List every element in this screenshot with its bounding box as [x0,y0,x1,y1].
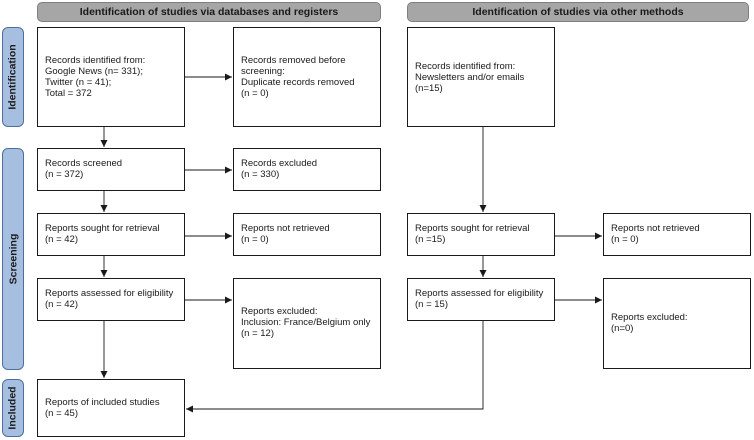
db-not-retrieved-line-2: (n = 0) [241,234,269,245]
other-records-identified-box: Records identified from: Newsletters and… [407,27,555,127]
db-reports-included-box: Reports of included studies (n = 45) [37,379,185,437]
db-reports-assessed-box: Reports assessed for eligibility (n = 42… [37,278,185,321]
db-removed-line-2: screening: [241,66,285,77]
other-identified-line-3: (n=15) [415,83,443,94]
db-not-retrieved-line-1: Reports not retrieved [241,223,330,234]
arrow-other-assessed-to-included [186,321,484,413]
db-records-identified-box: Records identified from: Google News (n=… [37,27,185,127]
db-reports-excluded-line-1: Reports excluded: [241,306,318,317]
other-not-retrieved-line-1: Reports not retrieved [611,223,700,234]
db-screened-line-1: Records screened [45,158,123,169]
db-screened-line-2: (n = 372) [45,169,84,180]
header-databases: Identification of studies via databases … [37,2,381,22]
db-reports-excluded-box: Reports excluded: Inclusion: France/Belg… [233,278,381,369]
db-included-line-1: Reports of included studies [45,397,160,408]
header-other-methods: Identification of studies via other meth… [407,2,749,22]
db-identified-line-2: Google News (n= 331); [45,66,143,77]
db-records-screened-box: Records screened (n = 372) [37,148,185,191]
other-assessed-line-1: Reports assessed for eligibility [415,288,544,299]
other-reports-sought-box: Reports sought for retrieval (n =15) [407,213,555,256]
header-other-text: Identification of studies via other meth… [472,6,684,18]
stage-screening: Screening [2,148,24,370]
db-identified-line-4: Total = 372 [45,88,92,99]
db-excluded-line-1: Records excluded [241,158,318,169]
db-records-removed-box: Records removed before screening: Duplic… [233,27,381,127]
stage-included: Included [2,379,24,437]
other-assessed-line-2: (n = 15) [415,299,449,310]
db-excluded-line-2: (n = 330) [241,169,280,180]
other-reports-assessed-box: Reports assessed for eligibility (n = 15… [407,278,555,321]
db-sought-line-2: (n = 42) [45,234,79,245]
other-reports-excluded-box: Reports excluded: (n=0) [603,278,751,369]
db-assessed-line-2: (n = 42) [45,299,79,310]
other-reports-excluded-line-1: Reports excluded: [611,312,688,323]
other-identified-line-2: Newsletters and/or emails [415,72,525,83]
header-databases-text: Identification of studies via databases … [79,6,339,18]
other-sought-line-2: (n =15) [415,234,446,245]
db-included-line-2: (n = 45) [45,408,79,419]
other-not-retrieved-line-2: (n = 0) [611,234,639,245]
other-reports-excluded-line-2: (n=0) [611,323,634,334]
stage-identification: Identification [2,27,24,127]
other-identified-line-1: Records identified from: [415,61,516,72]
db-reports-excluded-line-3: (n = 12) [241,328,275,339]
db-sought-line-1: Reports sought for retrieval [45,223,160,234]
db-removed-line-4: (n = 0) [241,88,269,99]
db-reports-excluded-line-2: Inclusion: France/Belgium only [241,317,371,328]
db-removed-line-3: Duplicate records removed [241,77,355,88]
db-removed-line-1: Records removed before [241,55,346,66]
db-identified-line-1: Records identified from: [45,55,146,66]
db-records-excluded-box: Records excluded (n = 330) [233,148,381,191]
other-sought-line-1: Reports sought for retrieval [415,223,530,234]
db-reports-sought-box: Reports sought for retrieval (n = 42) [37,213,185,256]
db-reports-not-retrieved-box: Reports not retrieved (n = 0) [233,213,381,256]
db-identified-line-3: Twitter (n = 41); [45,77,112,88]
db-assessed-line-1: Reports assessed for eligibility [45,288,174,299]
other-reports-not-retrieved-box: Reports not retrieved (n = 0) [603,213,751,256]
